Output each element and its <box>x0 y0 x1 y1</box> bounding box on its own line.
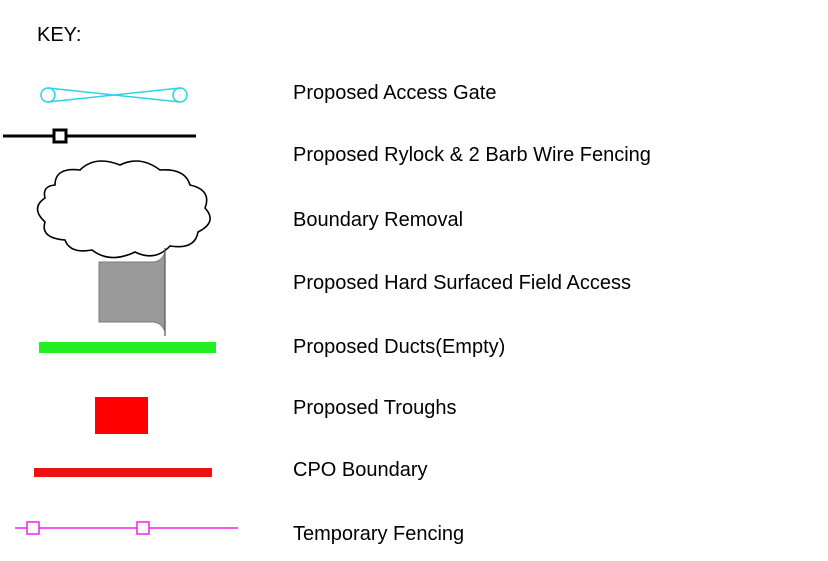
legend-label-rylock-fencing: Proposed Rylock & 2 Barb Wire Fencing <box>293 144 651 166</box>
legend-label-access-gate: Proposed Access Gate <box>293 82 497 104</box>
legend-label-field-access: Proposed Hard Surfaced Field Access <box>293 272 631 294</box>
legend-label-boundary-removal: Boundary Removal <box>293 209 464 231</box>
legend-label-temporary-fencing: Temporary Fencing <box>293 523 465 545</box>
key-title: KEY: <box>37 24 82 46</box>
legend-label-ducts: Proposed Ducts(Empty) <box>293 336 506 358</box>
legend-label-cpo-boundary: CPO Boundary <box>293 459 428 481</box>
legend-label-troughs: Proposed Troughs <box>293 397 457 419</box>
